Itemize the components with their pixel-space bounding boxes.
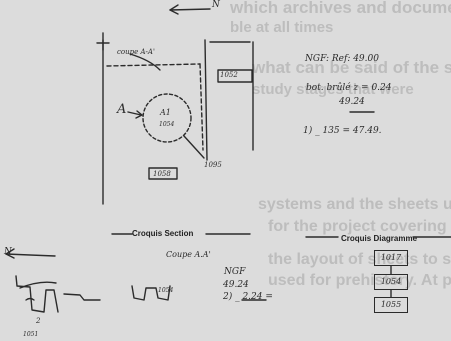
trench-outline [106, 63, 201, 67]
background-text-line: for the project covering the whole [268, 218, 451, 235]
section-label-bottom: Coupe A.A' [166, 250, 211, 259]
north-arrow-bottom [5, 253, 56, 257]
pointer-number: 1095 [204, 161, 222, 169]
north-label: N [212, 0, 220, 10]
plan-label-a: A [117, 102, 127, 117]
feature-circle [142, 93, 192, 143]
section-profile [15, 275, 59, 313]
diagram-box: 1055 [374, 297, 408, 313]
layer-number: 2 [36, 317, 41, 325]
bot-value: 49.24 [339, 97, 365, 107]
background-text-line: ble at all times [230, 19, 334, 36]
diagram-box: 1054 [374, 274, 408, 290]
ngf-label: NGF [224, 267, 246, 277]
background-text-line: the layout of sheets to specify the [268, 251, 451, 268]
background-text-line: what can be said of the scien [252, 58, 451, 77]
section-line-label: coupe A-A' [117, 48, 155, 56]
profile-box-number: 1054 [158, 287, 174, 294]
feature-square [217, 69, 253, 83]
diagram-title: Croquis Diagramme [341, 234, 418, 243]
background-text-line: which archives and document [230, 0, 451, 17]
background-text-line: study stages that were [252, 81, 414, 98]
square-number: 1052 [220, 71, 238, 79]
profile-code: 1051 [23, 331, 39, 338]
background-text-line: systems and the sheets used. It v [258, 196, 451, 213]
bot-measure: bot. brûlé z = 0.24 [306, 83, 392, 93]
diagram-box: 1017 [374, 250, 408, 266]
feature-code: A1 [160, 108, 171, 117]
ngf-reference: NGF: Ref: 49.00 [305, 54, 379, 64]
elevation-formula: 1) _ 135 = 47.49. [303, 126, 382, 136]
elevation-formula-bottom: 2) _ 2.24 = [223, 292, 273, 302]
section-title: Croquis Section [132, 229, 194, 238]
elevation-value: 49.24 [223, 280, 249, 290]
north-arrow-top [169, 8, 211, 11]
north-label-bottom: N [4, 247, 12, 257]
background-text-line: used for prehistory. At present a [268, 272, 451, 289]
box-number: 1058 [153, 170, 171, 178]
feature-number: 1054 [159, 121, 175, 128]
